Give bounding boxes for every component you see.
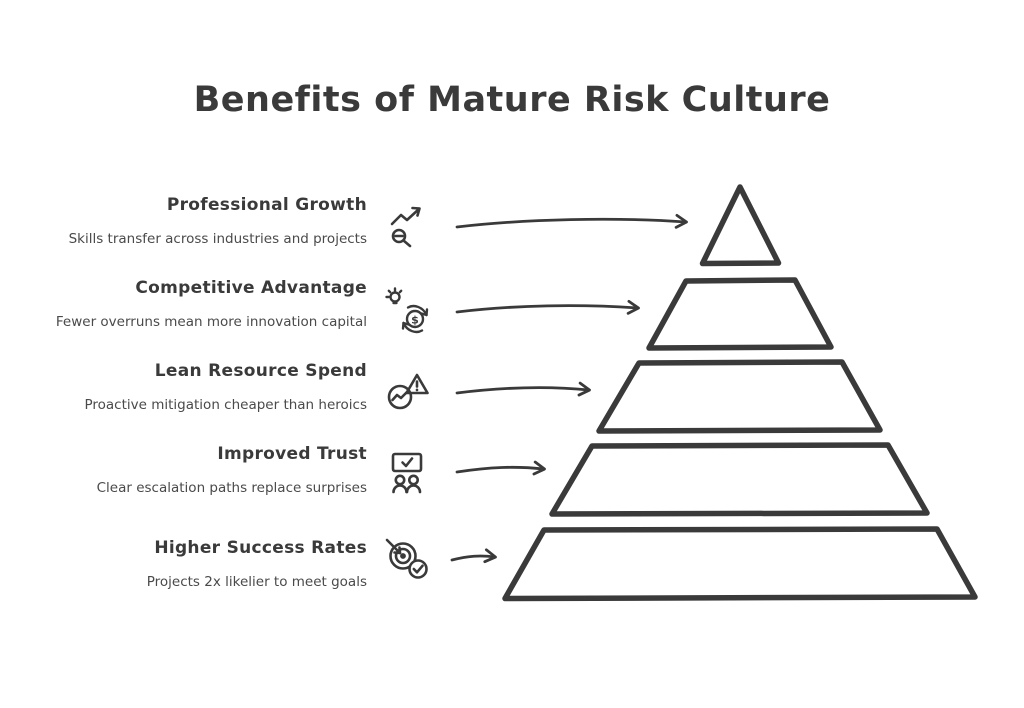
arrow-level-5	[450, 548, 497, 564]
level-description: Clear escalation paths replace surprises	[96, 480, 367, 496]
level-description: Proactive mitigation cheaper than heroic…	[84, 397, 367, 413]
pyramid-tier-2	[646, 277, 834, 351]
pyramid-tier-3	[596, 359, 883, 434]
pyramid-tier-5	[502, 526, 978, 602]
level-description: Fewer overruns mean more innovation capi…	[55, 314, 367, 330]
level-heading: Higher Success Rates	[154, 538, 367, 558]
level-row-3: Lean Resource Spend Proactive mitigation…	[55, 359, 367, 414]
level-description: Skills transfer across industries and pr…	[68, 231, 367, 247]
page-title: Benefits of Mature Risk Culture	[193, 80, 831, 120]
team-approval-icon	[384, 448, 432, 496]
pyramid-tier-1	[699, 184, 782, 267]
level-row-4: Improved Trust Clear escalation paths re…	[55, 442, 367, 497]
arrow-level-4	[455, 460, 546, 476]
level-description: Projects 2x likelier to meet goals	[146, 574, 367, 590]
svg-text:$: $	[411, 314, 419, 327]
target-check-icon	[384, 534, 432, 582]
arrow-level-3	[455, 381, 591, 397]
level-heading: Improved Trust	[217, 444, 367, 464]
level-heading: Professional Growth	[166, 195, 367, 215]
level-heading: Competitive Advantage	[135, 278, 367, 298]
level-row-1: Professional Growth Skills transfer acro…	[55, 193, 367, 248]
pyramid-tier-4	[549, 442, 930, 517]
arrow-level-2	[455, 299, 640, 315]
idea-to-capital-icon: $	[384, 286, 432, 334]
level-row-2: Competitive Advantage Fewer overruns mea…	[55, 276, 367, 331]
level-heading: Lean Resource Spend	[154, 361, 367, 381]
chart-alert-icon	[384, 366, 432, 414]
level-row-5: Higher Success Rates Projects 2x likelie…	[55, 536, 367, 591]
growth-analytics-icon	[384, 202, 432, 250]
arrow-level-1	[455, 213, 688, 229]
